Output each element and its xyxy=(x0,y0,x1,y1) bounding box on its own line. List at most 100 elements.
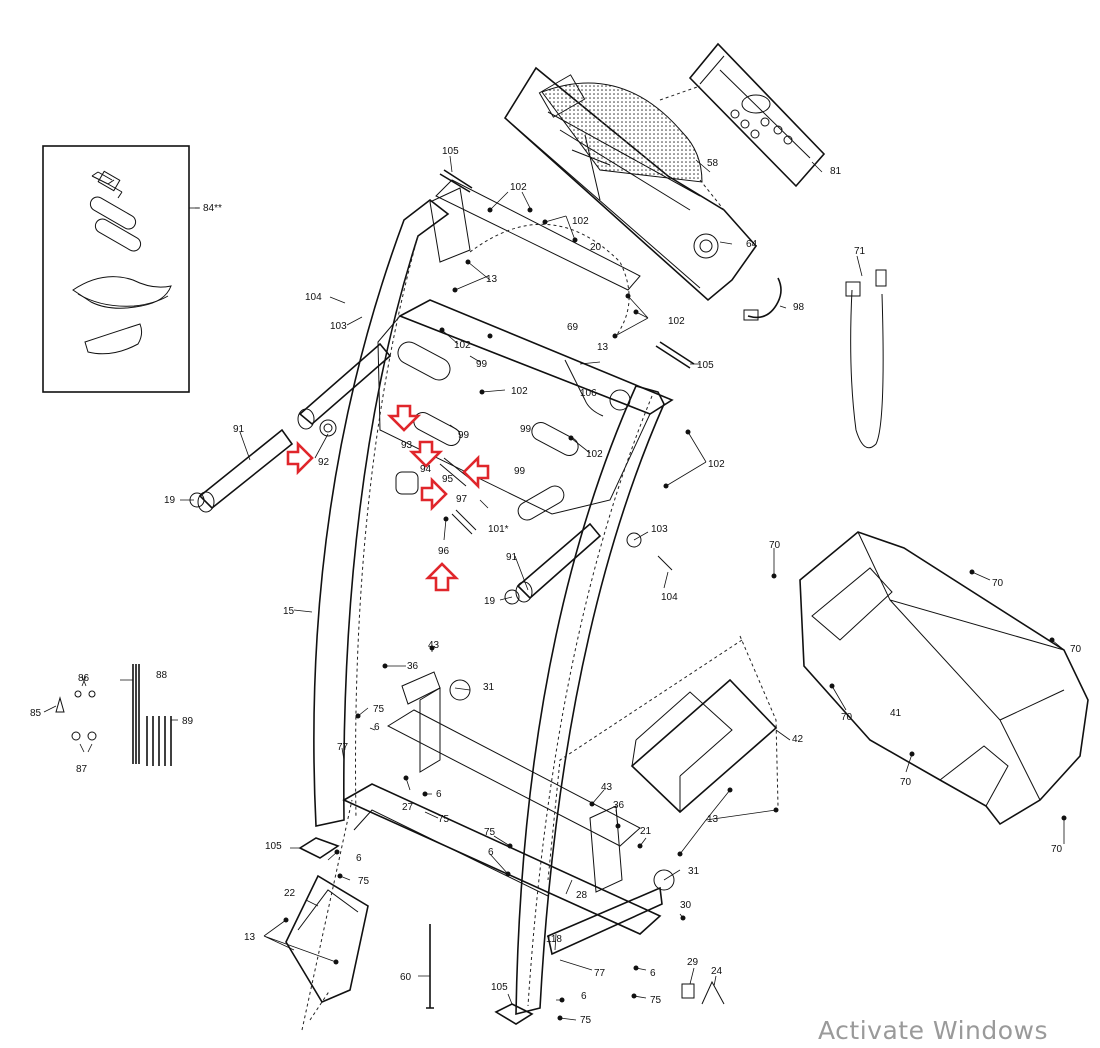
callout-75: 75 xyxy=(580,1015,592,1026)
callout-27: 27 xyxy=(402,802,414,813)
callout-70: 70 xyxy=(992,578,1004,589)
arrow-to-92 xyxy=(286,440,314,476)
callout-6: 6 xyxy=(374,722,380,733)
callout-70: 70 xyxy=(1051,844,1063,855)
callout-75: 75 xyxy=(373,704,385,715)
callout-118: 118 xyxy=(546,934,562,945)
callout-70: 70 xyxy=(1070,644,1082,655)
callout-6: 6 xyxy=(581,991,587,1002)
callout-70: 70 xyxy=(841,712,853,723)
upright-right xyxy=(515,385,665,1016)
callout-105: 105 xyxy=(491,982,508,993)
motor-hood xyxy=(799,531,1089,826)
callout-86: 86 xyxy=(78,673,90,684)
callout-104: 104 xyxy=(305,292,322,303)
foot-pads xyxy=(298,169,695,1025)
console-assembly xyxy=(503,42,826,302)
callout-43: 43 xyxy=(428,640,440,651)
handrail-right xyxy=(504,522,673,605)
callout-85: 85 xyxy=(30,708,42,719)
callout-75: 75 xyxy=(650,995,662,1006)
callout-96: 96 xyxy=(438,546,450,557)
callout-labels: 105 102 102 20 13 104 103 102 102 69 13 … xyxy=(30,146,1082,1026)
callout-22: 22 xyxy=(284,888,296,899)
callout-91: 91 xyxy=(506,552,518,563)
callout-84: 84** xyxy=(203,203,222,214)
callout-6: 6 xyxy=(436,789,442,800)
callout-102: 102 xyxy=(454,340,471,351)
callout-102: 102 xyxy=(572,216,589,227)
arrow-to-93 xyxy=(386,404,422,432)
callout-106: 106 xyxy=(580,388,597,399)
callout-19: 19 xyxy=(164,495,176,506)
upright-left xyxy=(313,198,450,827)
callout-41: 41 xyxy=(890,708,902,719)
callout-71: 71 xyxy=(854,246,866,257)
callout-99: 99 xyxy=(458,430,470,441)
callout-36: 36 xyxy=(407,661,419,672)
callout-102: 102 xyxy=(511,386,528,397)
callout-13: 13 xyxy=(707,814,719,825)
arrow-to-95 xyxy=(462,454,490,490)
cable-98 xyxy=(743,277,782,321)
callout-75: 75 xyxy=(438,814,450,825)
rear-guard xyxy=(285,874,369,1004)
callout-36: 36 xyxy=(613,800,625,811)
callout-98: 98 xyxy=(793,302,805,313)
callout-104: 104 xyxy=(661,592,678,603)
callout-97: 97 xyxy=(456,494,468,505)
callout-31: 31 xyxy=(688,866,700,877)
callout-21: 21 xyxy=(640,826,652,837)
callout-99: 99 xyxy=(476,359,488,370)
callout-89: 89 xyxy=(182,716,194,727)
callout-99: 99 xyxy=(520,424,532,435)
callout-6: 6 xyxy=(650,968,656,979)
callout-105: 105 xyxy=(442,146,459,157)
callout-75: 75 xyxy=(484,827,496,838)
callout-103: 103 xyxy=(330,321,347,332)
callout-20: 20 xyxy=(590,242,602,253)
callout-28: 28 xyxy=(576,890,588,901)
callout-13: 13 xyxy=(244,932,256,943)
callout-13: 13 xyxy=(597,342,609,353)
callout-105: 105 xyxy=(697,360,714,371)
cable-71 xyxy=(845,269,887,449)
callout-102: 102 xyxy=(708,459,725,470)
arrow-to-97 xyxy=(420,476,448,512)
callout-103: 103 xyxy=(651,524,668,535)
callout-6: 6 xyxy=(356,853,362,864)
motor-tray xyxy=(630,678,778,814)
callout-19: 19 xyxy=(484,596,496,607)
callout-24: 24 xyxy=(711,966,723,977)
callout-13: 13 xyxy=(486,274,498,285)
small-hardware xyxy=(55,664,725,1009)
arrow-to-94 xyxy=(408,440,444,468)
callout-99: 99 xyxy=(514,466,526,477)
callout-102: 102 xyxy=(586,449,603,460)
callout-29: 29 xyxy=(687,957,699,968)
leader-lines xyxy=(43,155,1065,1021)
callout-15: 15 xyxy=(283,606,295,617)
callout-64: 64 xyxy=(746,239,758,250)
callout-87: 87 xyxy=(76,764,88,775)
arrow-to-96 xyxy=(424,562,460,592)
callout-58: 58 xyxy=(707,158,719,169)
callout-95: 95 xyxy=(442,474,454,485)
callout-42: 42 xyxy=(792,734,804,745)
callout-77: 77 xyxy=(594,968,606,979)
callout-92: 92 xyxy=(318,457,330,468)
callout-69: 69 xyxy=(567,322,579,333)
callout-77: 77 xyxy=(337,742,349,753)
base-frame xyxy=(301,635,779,1031)
callout-31: 31 xyxy=(483,682,495,693)
callout-70: 70 xyxy=(769,540,781,551)
bolt-dots xyxy=(283,207,1067,1021)
callout-75: 75 xyxy=(358,876,370,887)
callout-93: 93 xyxy=(401,440,413,451)
crossbar-parts xyxy=(395,341,631,535)
callout-81: 81 xyxy=(830,166,842,177)
callout-43: 43 xyxy=(601,782,613,793)
callout-91: 91 xyxy=(233,424,245,435)
callout-101: 101* xyxy=(488,524,509,535)
